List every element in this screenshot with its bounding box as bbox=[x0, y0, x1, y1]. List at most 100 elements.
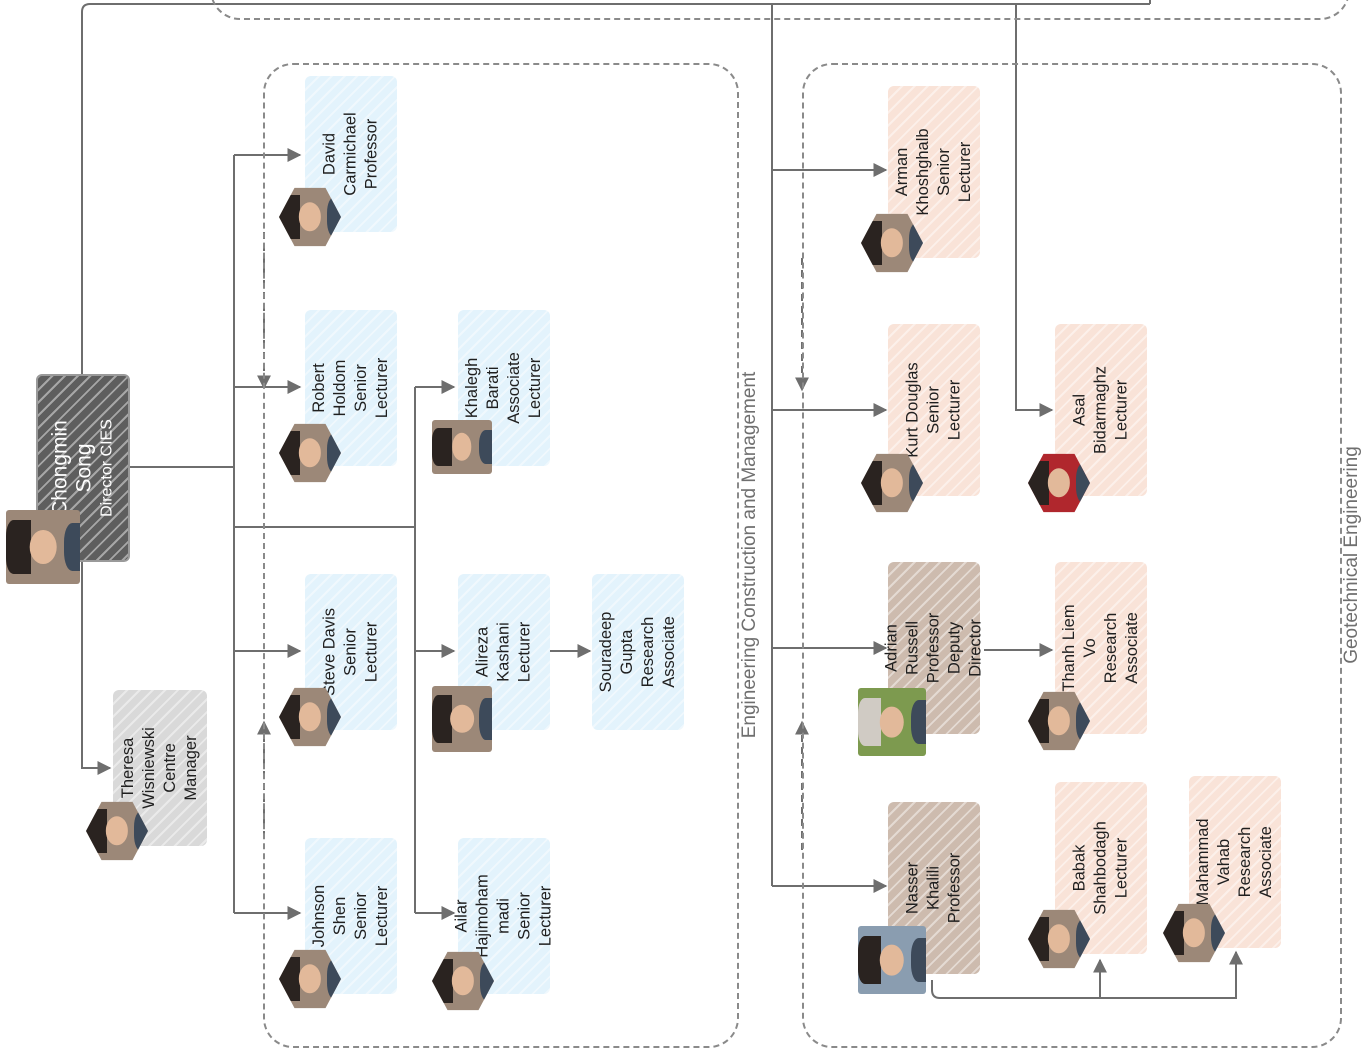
person-line: Director bbox=[966, 619, 985, 677]
person-line: Research bbox=[1236, 826, 1254, 898]
person-text: Khalegh Barati Associate Lecturer bbox=[462, 352, 546, 424]
person-line: Johnson bbox=[310, 884, 328, 948]
person-line: Khoshghalb bbox=[914, 128, 932, 216]
person-photo-alireza bbox=[432, 686, 492, 752]
person-photo-nasser bbox=[858, 926, 926, 994]
person-line: Babak bbox=[1070, 844, 1089, 892]
person-line: Senior bbox=[352, 892, 370, 940]
person-line: Lecturer bbox=[515, 621, 534, 683]
manager-line: Centre bbox=[161, 743, 179, 793]
person-line: Russell bbox=[903, 620, 922, 676]
person-text: Babak Shahbodagh Lecturer bbox=[1070, 821, 1133, 915]
person-text: Johnson Shen Senior Lecturer bbox=[309, 885, 393, 947]
geo-group-label: Geotechnical Engineering bbox=[1341, 446, 1362, 664]
person-line: Arman bbox=[893, 147, 911, 197]
person-line: Nasser bbox=[903, 861, 922, 915]
person-text: Alireza Kashani Lecturer bbox=[473, 622, 536, 683]
person-line: Senior bbox=[935, 148, 953, 196]
person-text: Thanh Liem Vo Research Associate bbox=[1059, 604, 1143, 691]
person-line: Deputy bbox=[945, 621, 964, 675]
person-text: Adrian Russell Professor Deputy Director bbox=[882, 613, 987, 684]
director-title: Director CIES bbox=[98, 419, 116, 517]
manager-card[interactable]: Theresa Wisniewski Centre Manager bbox=[113, 690, 207, 846]
person-text: Mahammad Vahab Research Associate bbox=[1193, 818, 1277, 905]
person-text: Robert Holdom Senior Lecturer bbox=[309, 358, 393, 419]
person-card-kurt[interactable]: Kurt Douglas Senior Lecturer bbox=[888, 324, 980, 496]
person-line: Lecturer bbox=[373, 885, 391, 947]
person-line: Associate bbox=[505, 352, 523, 424]
person-line: Adrian bbox=[882, 624, 901, 672]
person-line: Kurt Douglas bbox=[903, 362, 922, 458]
person-line: Lecturer bbox=[536, 885, 555, 947]
person-line: Lecturer bbox=[1112, 837, 1131, 899]
manager-line: Manager bbox=[182, 735, 200, 801]
person-line: Lecturer bbox=[373, 357, 391, 419]
person-card-johnson[interactable]: Johnson Shen Senior Lecturer bbox=[305, 838, 397, 994]
person-line: madi bbox=[494, 898, 513, 934]
person-line: Senior bbox=[352, 364, 370, 412]
person-photo-adrian bbox=[858, 688, 926, 756]
person-line: Steve Davis bbox=[320, 607, 339, 697]
person-text: Kurt Douglas Senior Lecturer bbox=[903, 362, 966, 457]
person-line: Thanh Liem bbox=[1060, 604, 1078, 692]
person-text: Ailar Hajimoham madi Senior Lecturer bbox=[452, 874, 557, 957]
person-line: Professor bbox=[945, 852, 964, 924]
person-line: Lecturer bbox=[1112, 379, 1131, 441]
person-line: Lecturer bbox=[945, 379, 964, 441]
person-photo-babak bbox=[1028, 909, 1090, 969]
manager-text: Theresa Wisniewski Centre Manager bbox=[118, 727, 202, 809]
director-text: Chongmin Song Director CIES bbox=[49, 419, 118, 517]
director-photo bbox=[6, 510, 80, 584]
person-line: Carmichael bbox=[341, 112, 360, 196]
person-line: Senior bbox=[924, 386, 943, 434]
person-line: Kashani bbox=[494, 622, 513, 682]
person-line: Associate bbox=[1257, 826, 1275, 898]
person-line: Associate bbox=[660, 616, 678, 688]
person-line: Lecturer bbox=[362, 621, 381, 683]
top-group-box bbox=[210, 0, 1350, 20]
person-line: Khalili bbox=[924, 865, 943, 911]
ecm-group-label: Engineering Construction and Management bbox=[739, 371, 760, 739]
person-text: Steve Davis Senior Lecturer bbox=[320, 608, 383, 696]
person-line: Associate bbox=[1123, 612, 1141, 684]
person-line: Senior bbox=[515, 892, 534, 940]
person-line: Lecturer bbox=[956, 141, 974, 203]
person-line: Mahammad bbox=[1194, 818, 1212, 906]
person-line: Shahbodagh bbox=[1091, 821, 1110, 915]
director-name-line2: Song bbox=[72, 443, 96, 493]
person-line: Alireza bbox=[473, 626, 492, 678]
manager-line: Wisniewski bbox=[140, 727, 158, 809]
person-line: Robert bbox=[310, 363, 328, 413]
person-text: Asal Bidarmaghz Lecturer bbox=[1070, 366, 1133, 454]
person-card-souradeep[interactable]: Souradeep Gupta Research Associate bbox=[592, 574, 684, 730]
person-photo-khalegh bbox=[432, 420, 492, 474]
person-line: Research bbox=[639, 616, 657, 688]
director-name-line1: Chongmin bbox=[48, 420, 72, 516]
person-photo-david bbox=[279, 187, 341, 247]
person-line: Professor bbox=[362, 118, 381, 190]
person-text: David Carmichael Professor bbox=[320, 112, 383, 195]
ecm-group-box bbox=[263, 63, 739, 1048]
person-line: Gupta bbox=[618, 629, 636, 675]
person-line: Holdom bbox=[331, 359, 349, 417]
person-text: Souradeep Gupta Research Associate bbox=[596, 612, 680, 693]
person-line: Bidarmaghz bbox=[1091, 365, 1110, 455]
person-line: Senior bbox=[341, 628, 360, 676]
geo-group-box bbox=[802, 63, 1342, 1048]
person-line: Professor bbox=[924, 612, 943, 684]
person-text: Arman Khoshghalb Senior Lecturer bbox=[892, 128, 976, 215]
person-line: Research bbox=[1102, 612, 1120, 684]
person-line: Khalegh bbox=[463, 357, 481, 419]
person-line: Shen bbox=[331, 896, 349, 936]
person-line: Barati bbox=[484, 366, 502, 410]
person-card-thanh[interactable]: Thanh Liem Vo Research Associate bbox=[1055, 562, 1147, 734]
person-text: Nasser Khalili Professor bbox=[903, 853, 966, 924]
person-line: Asal bbox=[1070, 393, 1089, 427]
person-line: David bbox=[320, 132, 339, 176]
person-line: Ailar bbox=[452, 899, 471, 933]
person-line: Hajimoham bbox=[473, 874, 492, 958]
manager-line: Theresa bbox=[119, 737, 137, 799]
person-line: Vahab bbox=[1215, 838, 1233, 886]
person-line: Souradeep bbox=[597, 611, 615, 693]
person-line: Vo bbox=[1081, 638, 1099, 658]
